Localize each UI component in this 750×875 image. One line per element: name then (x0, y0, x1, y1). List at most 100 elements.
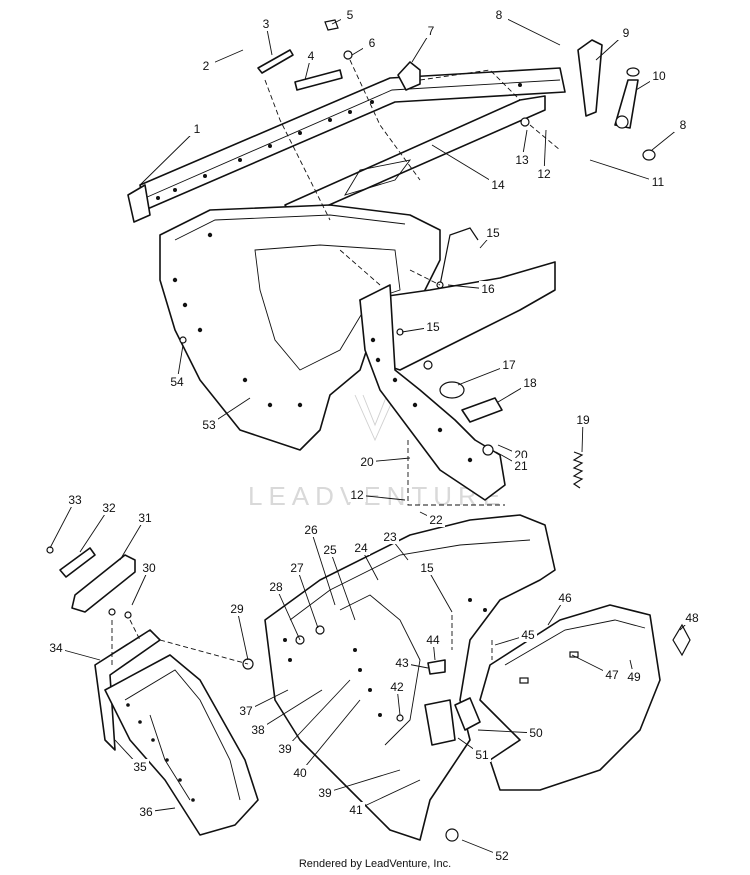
clip-44 (427, 659, 446, 675)
callout-label: 43 (395, 656, 409, 670)
spring-19 (572, 451, 584, 489)
pin-48 (672, 623, 691, 657)
left-pan (159, 204, 441, 451)
callout-label: 2 (203, 59, 210, 73)
callout-label: 38 (251, 723, 265, 737)
callout-leader (589, 159, 659, 183)
callout-label: 42 (390, 680, 404, 694)
callout-label: 13 (515, 153, 529, 167)
callout-leader (431, 144, 499, 186)
callout-label: 23 (383, 530, 397, 544)
bumper-assembly (46, 546, 259, 836)
callout-leader (498, 14, 561, 46)
center-beam (359, 284, 506, 501)
grille-36 (104, 654, 259, 836)
callout-leader (49, 499, 76, 549)
callout-leader (426, 567, 453, 613)
callout-label: 9 (623, 26, 630, 40)
callout-label: 15 (420, 561, 434, 575)
callout-label: 19 (576, 413, 590, 427)
callout-label: 36 (139, 805, 153, 819)
callout-label: 28 (269, 580, 283, 594)
callout-label: 8 (496, 8, 503, 22)
callout-label: 17 (502, 358, 516, 372)
callout-label: 37 (239, 704, 253, 718)
callout-label: 41 (349, 803, 363, 817)
callout-leader (275, 586, 301, 641)
rail-holes (156, 83, 522, 200)
bracket-51 (424, 699, 456, 746)
callout-label: 21 (514, 459, 528, 473)
callout-label: 34 (49, 641, 63, 655)
callout-label: 39 (318, 786, 332, 800)
callout-label: 50 (529, 726, 543, 740)
callout-leader (257, 689, 323, 731)
callout-label: 12 (350, 488, 364, 502)
callout-label: 10 (652, 69, 666, 83)
callout-label: 44 (426, 633, 440, 647)
callout-label: 29 (230, 602, 244, 616)
credit-line: Rendered by LeadVenture, Inc. (298, 858, 452, 870)
callout-label: 45 (521, 628, 535, 642)
callout-label: 31 (138, 511, 152, 525)
callout-label: 35 (133, 760, 147, 774)
callout-label: 30 (142, 561, 156, 575)
callout-label: 15 (486, 226, 500, 240)
callout-leader (236, 608, 249, 661)
callout-label: 52 (495, 849, 509, 863)
strip (294, 69, 343, 91)
callout-leader (296, 567, 319, 629)
fender-49 (479, 604, 661, 791)
callout-label: 53 (202, 418, 216, 432)
callout-leader (284, 679, 351, 750)
body-shell (264, 514, 556, 841)
callout-label: 51 (475, 748, 489, 762)
callout-label: 32 (102, 501, 116, 515)
callout-label: 54 (170, 375, 184, 389)
callout-leader (79, 507, 110, 553)
callout-label: 14 (491, 178, 505, 192)
callout-label: 1 (194, 122, 201, 136)
watermark-logo (354, 394, 396, 442)
callout-label: 4 (308, 49, 315, 63)
callout-label: 3 (263, 17, 270, 31)
rod-16 (439, 227, 479, 286)
callouts: 1234567891081112131415161554531718192020… (47, 7, 701, 863)
callout-label: 48 (685, 611, 699, 625)
callout-label: 15 (426, 320, 440, 334)
strip-32 (59, 547, 96, 578)
bracket-18 (461, 397, 503, 423)
callout-label: 49 (627, 670, 641, 684)
callout-label: 25 (323, 543, 337, 557)
callout-label: 47 (605, 668, 619, 682)
callout-label: 24 (354, 541, 368, 555)
callout-label: 5 (347, 8, 354, 22)
callout-label: 33 (68, 493, 82, 507)
callout-leader (355, 779, 421, 811)
callout-label: 22 (429, 513, 443, 527)
callout-label: 12 (537, 167, 551, 181)
callout-label: 27 (290, 561, 304, 575)
callout-label: 20 (360, 455, 374, 469)
callout-label: 11 (652, 175, 665, 189)
callout-label: 40 (293, 766, 307, 780)
upper-assembly (127, 19, 656, 506)
plate (257, 49, 294, 74)
callout-leader (329, 549, 356, 621)
callout-label: 8 (680, 118, 687, 132)
bumper-34 (94, 629, 161, 751)
callout-label: 18 (523, 376, 537, 390)
callout-label: 46 (558, 591, 572, 605)
callout-label: 26 (304, 523, 318, 537)
callout-leader (299, 699, 361, 774)
watermark-text: LEADVENTURE (248, 481, 506, 511)
callout-label: 6 (369, 36, 376, 50)
callout-leader (139, 128, 198, 186)
callout-label: 39 (278, 742, 292, 756)
bracket-31 (71, 554, 136, 613)
callout-leader (310, 529, 336, 606)
callout-label: 7 (428, 24, 435, 38)
bracket-50 (454, 697, 481, 731)
callout-leader (477, 729, 537, 734)
